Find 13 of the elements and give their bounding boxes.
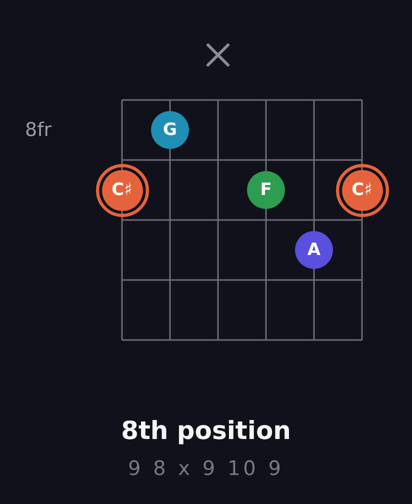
fingering-text: 9 8 x 9 10 9 xyxy=(128,458,284,478)
note-dot xyxy=(151,111,189,149)
note-dot xyxy=(247,171,285,209)
root-note-dot xyxy=(96,164,148,216)
note-name: G xyxy=(163,122,177,138)
note-name: C♯ xyxy=(112,182,132,198)
note-dot xyxy=(295,231,333,269)
root-note-dot xyxy=(336,164,388,216)
fret-number: 8fr xyxy=(25,120,52,140)
position-caption: 8th position xyxy=(121,418,291,442)
note-name: F xyxy=(260,182,272,198)
note-name: A xyxy=(307,242,321,258)
note-name: C♯ xyxy=(352,182,372,198)
